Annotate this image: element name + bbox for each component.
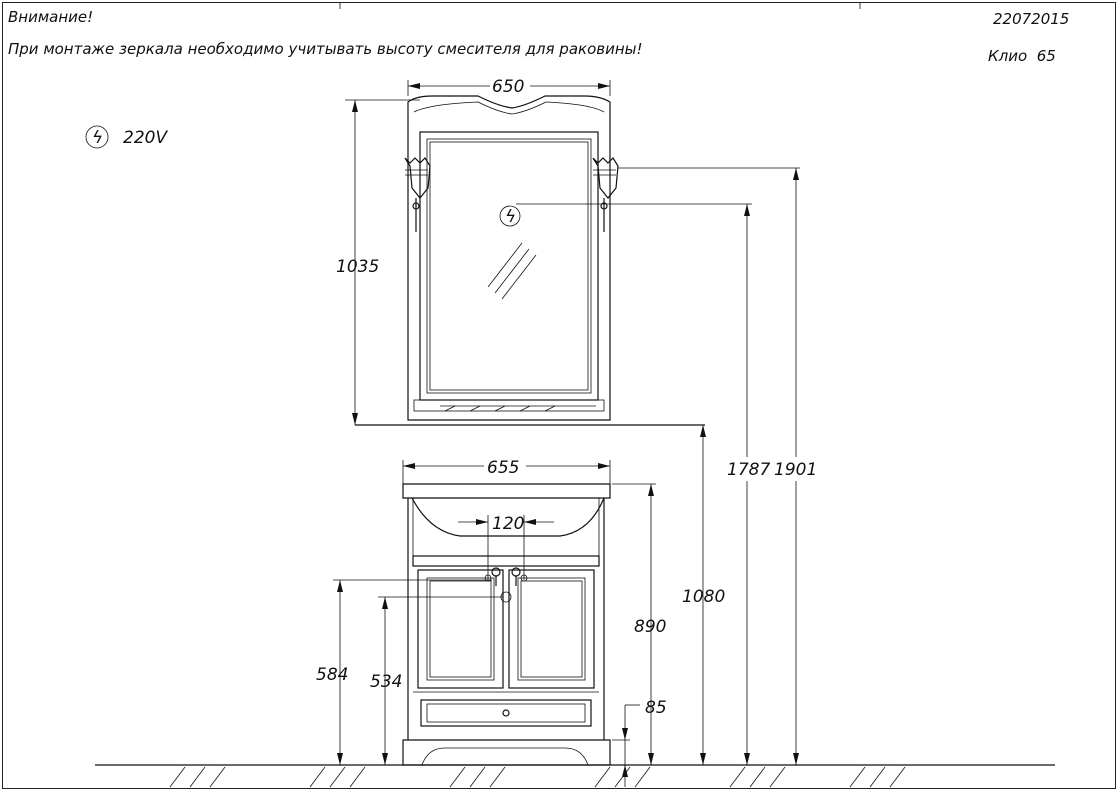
doc-code: 22072015	[993, 10, 1070, 28]
dim-pipe-height-1: 584	[316, 665, 348, 685]
dim-sink-width: 655	[487, 458, 519, 478]
dim-outlet-height: 1787	[727, 460, 770, 480]
dim-sink-height: 890	[634, 617, 666, 637]
lamp-left	[404, 157, 431, 232]
dim-cabinet-height: 1080	[682, 587, 725, 607]
outlet-symbol-icon	[499, 205, 521, 227]
dimension-lines	[333, 80, 800, 787]
dim-plinth-height: 85	[645, 698, 667, 718]
vanity-cabinet	[402, 483, 611, 766]
glass-reflection-icon	[487, 242, 537, 300]
dim-mirror-width: 650	[492, 77, 524, 97]
power-symbol-icon	[85, 125, 109, 149]
power-legend: ϟ 220V	[85, 125, 168, 149]
power-glyph: ϟ	[92, 128, 103, 148]
lamp-right	[592, 157, 619, 232]
dim-mirror-height: 1035	[336, 257, 379, 277]
warning-title: Внимание!	[8, 8, 94, 26]
warning-text: При монтаже зеркала необходимо учитывать…	[8, 40, 643, 58]
outlet-glyph: ϟ	[505, 207, 516, 227]
floor	[95, 764, 1055, 788]
dim-lamp-height: 1901	[774, 460, 817, 480]
mirror: ϟ	[355, 95, 705, 426]
power-label: 220V	[123, 128, 168, 148]
dim-pipe-height-2: 534	[370, 672, 402, 692]
model-name: Клио 65	[988, 47, 1056, 65]
dim-faucet-spacing: 120	[492, 514, 524, 534]
